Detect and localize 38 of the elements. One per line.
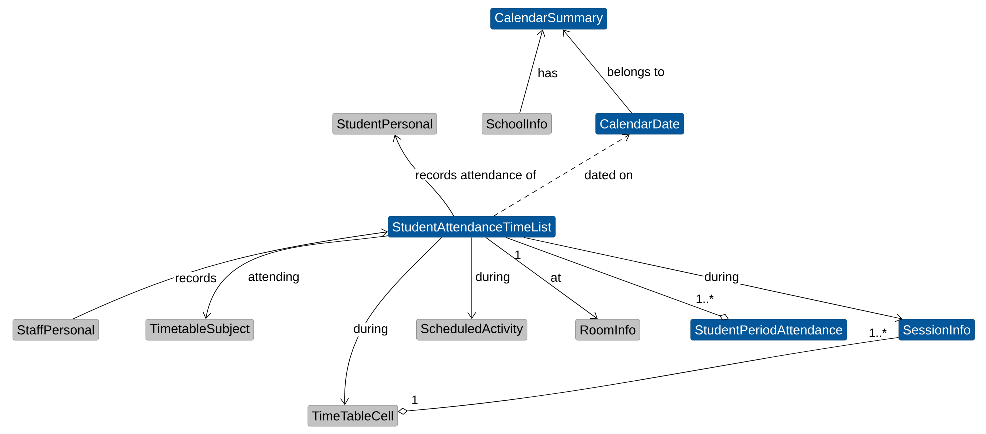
class-box: SessionInfo (898, 319, 976, 341)
class-box: TimeTableCell (308, 405, 398, 427)
edge-label: during (352, 323, 390, 337)
multiplicity-label: 1..* (870, 328, 887, 338)
class-box: StudentPersonal (332, 113, 438, 135)
multiplicity-label: 1..* (696, 294, 714, 304)
arrow (72, 228, 388, 320)
edge-label: at (550, 272, 562, 284)
class-box: StudentPeriodAttendance (690, 319, 848, 341)
arrow (506, 237, 729, 321)
arrow (563, 30, 632, 114)
arrow (340, 237, 442, 406)
arrow (393, 134, 454, 217)
arrow (486, 237, 598, 320)
edge-label: belongs to (606, 66, 666, 80)
edge-label: attending (247, 271, 301, 285)
arrow (468, 237, 476, 320)
edge-label: during (704, 271, 740, 285)
arrow (520, 30, 546, 114)
multiplicity-label: 1 (516, 250, 521, 260)
arrow (524, 237, 903, 322)
arrow (398, 337, 900, 416)
class-box: StudentAttendanceTimeList (388, 216, 556, 238)
edge-label: dated on (584, 169, 634, 181)
edge-label: records (174, 272, 218, 284)
class-box: SchoolInfo (482, 113, 552, 135)
class-box: ScheduledActivity (416, 319, 528, 341)
edge-label: during (474, 271, 512, 285)
class-box: CalendarSummary (490, 8, 608, 30)
edge-label: records attendance of (414, 169, 538, 181)
edge-label: has (536, 67, 560, 79)
arrow (494, 134, 630, 217)
class-box: RoomInfo (576, 319, 640, 341)
class-box: StaffPersonal (12, 319, 100, 341)
class-box: TimetableSubject (146, 319, 254, 341)
class-box: CalendarDate (596, 113, 684, 135)
arrow (202, 236, 389, 320)
multiplicity-label: 1 (412, 396, 418, 404)
